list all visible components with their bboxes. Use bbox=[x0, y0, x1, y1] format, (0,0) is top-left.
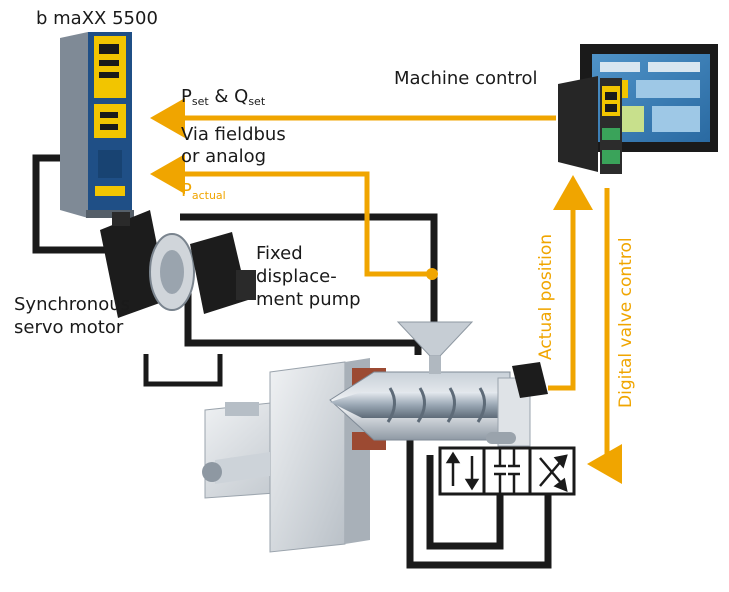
fieldbus-label-line2: or analog bbox=[181, 146, 267, 167]
signal-lines bbox=[150, 98, 622, 484]
actual-position-label: Actual position bbox=[536, 234, 556, 360]
setpoint-label: Pset & Qset bbox=[181, 86, 265, 113]
valve-supply-line bbox=[406, 440, 552, 569]
machine-control-panel bbox=[558, 44, 718, 174]
fieldbus-label-line1: Via fieldbus bbox=[181, 124, 286, 145]
directional-valve bbox=[438, 446, 576, 496]
actual-p: P bbox=[181, 180, 192, 201]
setpoint-p-sub: set bbox=[191, 95, 209, 108]
drive-label: b maXX 5500 bbox=[36, 8, 158, 29]
pump-label-line2: displace- bbox=[256, 266, 337, 287]
servo-motor bbox=[100, 210, 256, 318]
pump-label-line1: Fixed bbox=[256, 243, 303, 264]
actual-pressure-line bbox=[150, 154, 432, 277]
pump-label-line3: ment pump bbox=[256, 289, 361, 310]
actual-position-line bbox=[548, 175, 593, 391]
motor-label-line1: Synchronous bbox=[14, 294, 131, 315]
digital-valve-label: Digital valve control bbox=[616, 237, 636, 408]
drive-unit bbox=[60, 32, 134, 218]
tank bbox=[143, 354, 223, 387]
setpoint-q: Q bbox=[234, 86, 249, 107]
valve-return-line bbox=[426, 455, 504, 550]
hydraulic-lines bbox=[32, 154, 552, 569]
actual-pressure-label: Pactual bbox=[181, 180, 226, 207]
pump-to-injection-line bbox=[180, 213, 438, 338]
pump-return-line bbox=[184, 290, 422, 355]
machine-control-label: Machine control bbox=[394, 68, 538, 89]
digital-valve-line bbox=[587, 188, 622, 484]
pressure-sensor-dot bbox=[426, 268, 438, 280]
setpoint-amp: & bbox=[208, 86, 235, 107]
motor-label-line2: servo motor bbox=[14, 317, 124, 338]
setpoint-p: P bbox=[181, 86, 192, 107]
drive-motor-cable bbox=[32, 154, 150, 254]
injection-machine bbox=[202, 321, 548, 553]
setpoint-q-sub: set bbox=[248, 95, 266, 108]
actual-p-sub: actual bbox=[191, 189, 226, 202]
